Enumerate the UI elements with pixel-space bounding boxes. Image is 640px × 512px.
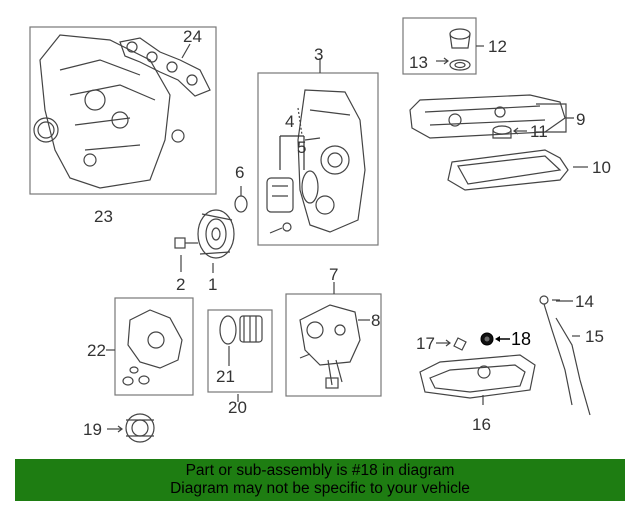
callout-12: 12	[488, 37, 507, 56]
callout-4: 4	[285, 112, 294, 131]
callout-24: 24	[183, 27, 202, 46]
callout-7: 7	[329, 265, 338, 284]
group-frame-20	[207, 309, 273, 393]
intake-gasket-part	[119, 37, 211, 97]
callout-18: 18	[511, 329, 531, 349]
valve-cover-gasket-part	[447, 149, 569, 191]
engine-parts-diagram: 23 24 3 4 5 6 1 2 12 13 9 11 10 7 8 22 1…	[29, 17, 611, 443]
chain-tensioner-part	[266, 177, 294, 213]
callout-16: 16	[472, 415, 491, 434]
callout-17: 17	[416, 334, 435, 353]
callout-6: 6	[235, 163, 244, 182]
group-frame-7	[285, 293, 382, 397]
dipstick-part	[539, 295, 591, 416]
callout-20: 20	[228, 398, 247, 417]
callout-10: 10	[592, 158, 611, 177]
group-frame-3	[257, 72, 379, 246]
gasket-5-part	[301, 170, 319, 204]
callout-11: 11	[530, 122, 548, 141]
water-pump-part	[122, 309, 183, 386]
callout-14: 14	[575, 292, 594, 311]
callout-19: 19	[83, 420, 102, 439]
oil-pan-part	[419, 354, 536, 399]
callout-2: 2	[176, 275, 185, 294]
drain-bolt-part	[453, 337, 467, 351]
callout-23: 23	[94, 207, 113, 226]
callout-13: 13	[409, 53, 428, 72]
callout-5: 5	[297, 138, 306, 157]
callout-15: 15	[585, 327, 604, 346]
washer-part	[234, 195, 248, 213]
callout-9: 9	[576, 110, 585, 129]
valve-cover-part	[409, 94, 566, 139]
callout-8: 8	[371, 311, 380, 330]
timing-cover-part	[297, 89, 366, 233]
oil-drain-plug-gasket-part	[480, 332, 510, 346]
callout-3: 3	[314, 45, 323, 64]
crank-pulley-part	[197, 209, 235, 259]
callout-1: 1	[208, 275, 217, 294]
oil-pump-part	[299, 304, 361, 389]
callout-22: 22	[87, 341, 106, 360]
notice-banner: Part or sub-assembly is #18 in diagram D…	[15, 459, 625, 501]
oil-filter-part	[219, 315, 263, 345]
oil-filler-cap-part	[449, 28, 471, 71]
oil-cap-seal-part	[492, 125, 512, 139]
group-frame-23	[29, 26, 217, 195]
thermostat-part	[125, 413, 155, 443]
pulley-bolt-part	[174, 237, 198, 249]
banner-line-disclaimer: Diagram may not be specific to your vehi…	[170, 480, 470, 497]
engine-block-part	[33, 34, 185, 189]
callout-21: 21	[216, 367, 235, 386]
group-frame-22	[114, 297, 194, 396]
banner-line-part: Part or sub-assembly is #18 in diagram	[185, 462, 455, 479]
